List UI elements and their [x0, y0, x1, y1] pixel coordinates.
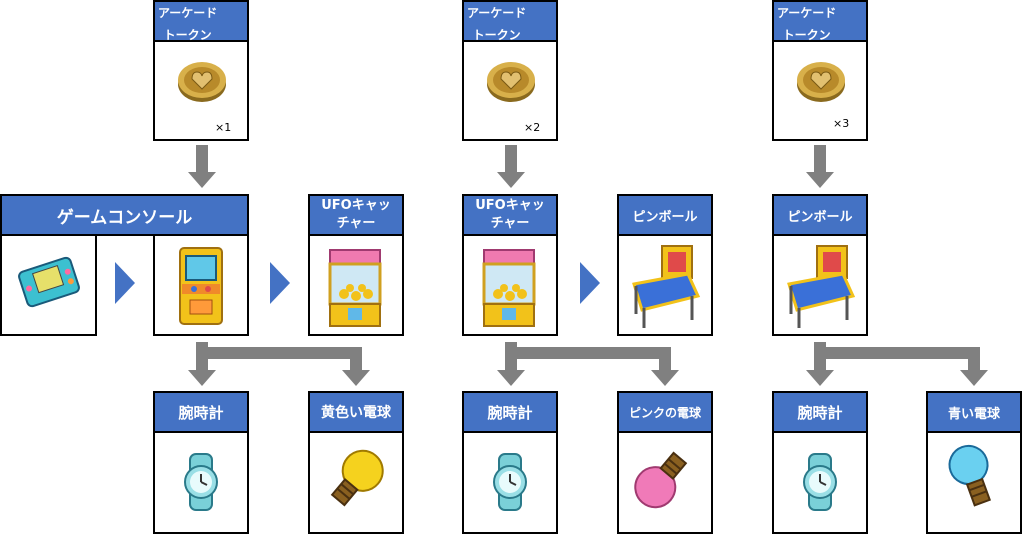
pink-light-bulb-icon [634, 451, 688, 509]
split-arrow-vertical-3b [968, 347, 980, 372]
pinball-header-2: ピンボール [772, 194, 868, 236]
token-qty-3: ×3 [833, 117, 850, 130]
down-arrow-icon [497, 370, 525, 386]
down-arrow-shaft-2 [505, 145, 517, 173]
down-arrow-icon [806, 172, 834, 188]
coin-icon [487, 62, 535, 102]
pink-bulb-header: ピンクの電球 [617, 391, 713, 433]
split-arrow-horizontal-2 [505, 347, 671, 359]
ufo-catcher-icon [482, 249, 536, 327]
wristwatch-icon [493, 453, 527, 511]
split-arrow-vertical-1b [350, 347, 362, 372]
down-arrow-icon [188, 370, 216, 386]
yellow-light-bulb-icon [330, 449, 384, 507]
blue-light-bulb-icon [948, 444, 992, 507]
wristwatch-header-1: 腕時計 [153, 391, 249, 433]
split-arrow-horizontal-3 [814, 347, 980, 359]
arcade-machine-icon [179, 247, 223, 325]
down-arrow-icon [806, 370, 834, 386]
handheld-console-icon [18, 256, 80, 308]
right-triangle-icon [580, 262, 600, 304]
right-triangle-icon [270, 262, 290, 304]
split-arrow-vertical-2b [659, 347, 671, 372]
token-qty-1: ×1 [215, 121, 232, 134]
down-arrow-icon [960, 370, 988, 386]
down-arrow-icon [497, 172, 525, 188]
wristwatch-icon [803, 453, 837, 511]
pinball-machine-icon [787, 245, 856, 328]
down-arrow-icon [651, 370, 679, 386]
token-header-2: アーケードトークン [462, 0, 558, 42]
down-arrow-shaft-1 [196, 145, 208, 173]
split-arrow-horizontal-1 [196, 347, 362, 359]
token-header-3: アーケードトークン [772, 0, 868, 42]
ufo-catcher-icon [328, 249, 382, 327]
down-arrow-icon [342, 370, 370, 386]
game-console-header: ゲームコンソール [0, 194, 249, 236]
token-qty-2: ×2 [524, 121, 541, 134]
coin-icon [797, 62, 845, 102]
down-arrow-icon [188, 172, 216, 188]
coin-icon [178, 62, 226, 102]
wristwatch-header-3: 腕時計 [772, 391, 868, 433]
ufo-catcher-header-2: UFOキャッチャー [462, 194, 558, 236]
pinball-header-1: ピンボール [617, 194, 713, 236]
blue-bulb-header: 青い電球 [926, 391, 1022, 433]
down-arrow-shaft-3 [814, 145, 826, 173]
ufo-catcher-header-1: UFOキャッチャー [308, 194, 404, 236]
yellow-bulb-header: 黄色い電球 [308, 391, 404, 433]
pinball-machine-icon [632, 245, 701, 328]
wristwatch-icon [184, 453, 218, 511]
right-triangle-icon [115, 262, 135, 304]
wristwatch-header-2: 腕時計 [462, 391, 558, 433]
token-header-1: アーケードトークン [153, 0, 249, 42]
